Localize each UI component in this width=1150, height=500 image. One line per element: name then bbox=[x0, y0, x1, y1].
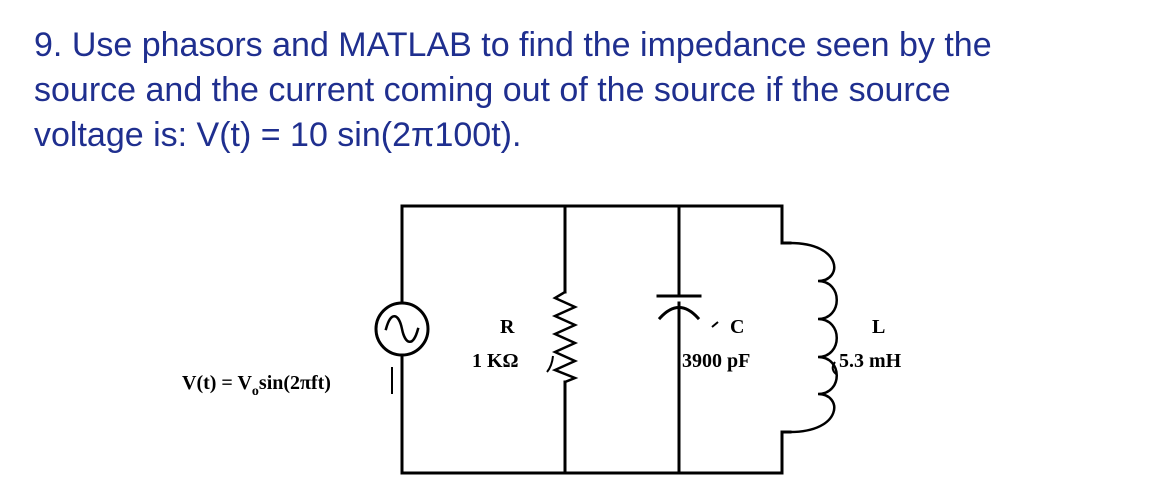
wire-bottom bbox=[400, 430, 792, 475]
source-label-subscript: o bbox=[252, 384, 259, 399]
inductor-name: L bbox=[872, 316, 885, 338]
sine-wave-icon bbox=[384, 315, 420, 343]
resistor-name: R bbox=[500, 316, 515, 338]
capacitor-value: 3900 pF bbox=[682, 350, 750, 372]
question-line-1: 9. Use phasors and MATLAB to find the im… bbox=[34, 26, 992, 64]
capacitor-name: C bbox=[730, 316, 744, 338]
resistor-value: 1 KΩ bbox=[472, 350, 519, 372]
inductor-coil bbox=[788, 241, 838, 434]
wire-top bbox=[400, 204, 792, 245]
question-line-3: voltage is: V(t) = 10 sin(2π100t). bbox=[34, 116, 522, 154]
resistor-label-leader bbox=[546, 355, 554, 373]
source-label: V(t) = Vosin(2πft) bbox=[182, 372, 331, 399]
capacitor-label-leader bbox=[711, 321, 719, 328]
resistor-zigzag bbox=[551, 290, 579, 384]
inductor-value: 5.3 mH bbox=[839, 350, 902, 372]
question-line-2: source and the current coming out of the… bbox=[34, 71, 951, 109]
capacitor-plate-curved bbox=[657, 306, 701, 321]
inductor-label-leader bbox=[831, 361, 837, 375]
source-label-function: sin(2πft) bbox=[259, 372, 331, 394]
question-text-1: Use phasors and MATLAB to find the imped… bbox=[71, 26, 992, 64]
question-number: 9. bbox=[34, 26, 63, 64]
source-circle bbox=[374, 301, 430, 357]
